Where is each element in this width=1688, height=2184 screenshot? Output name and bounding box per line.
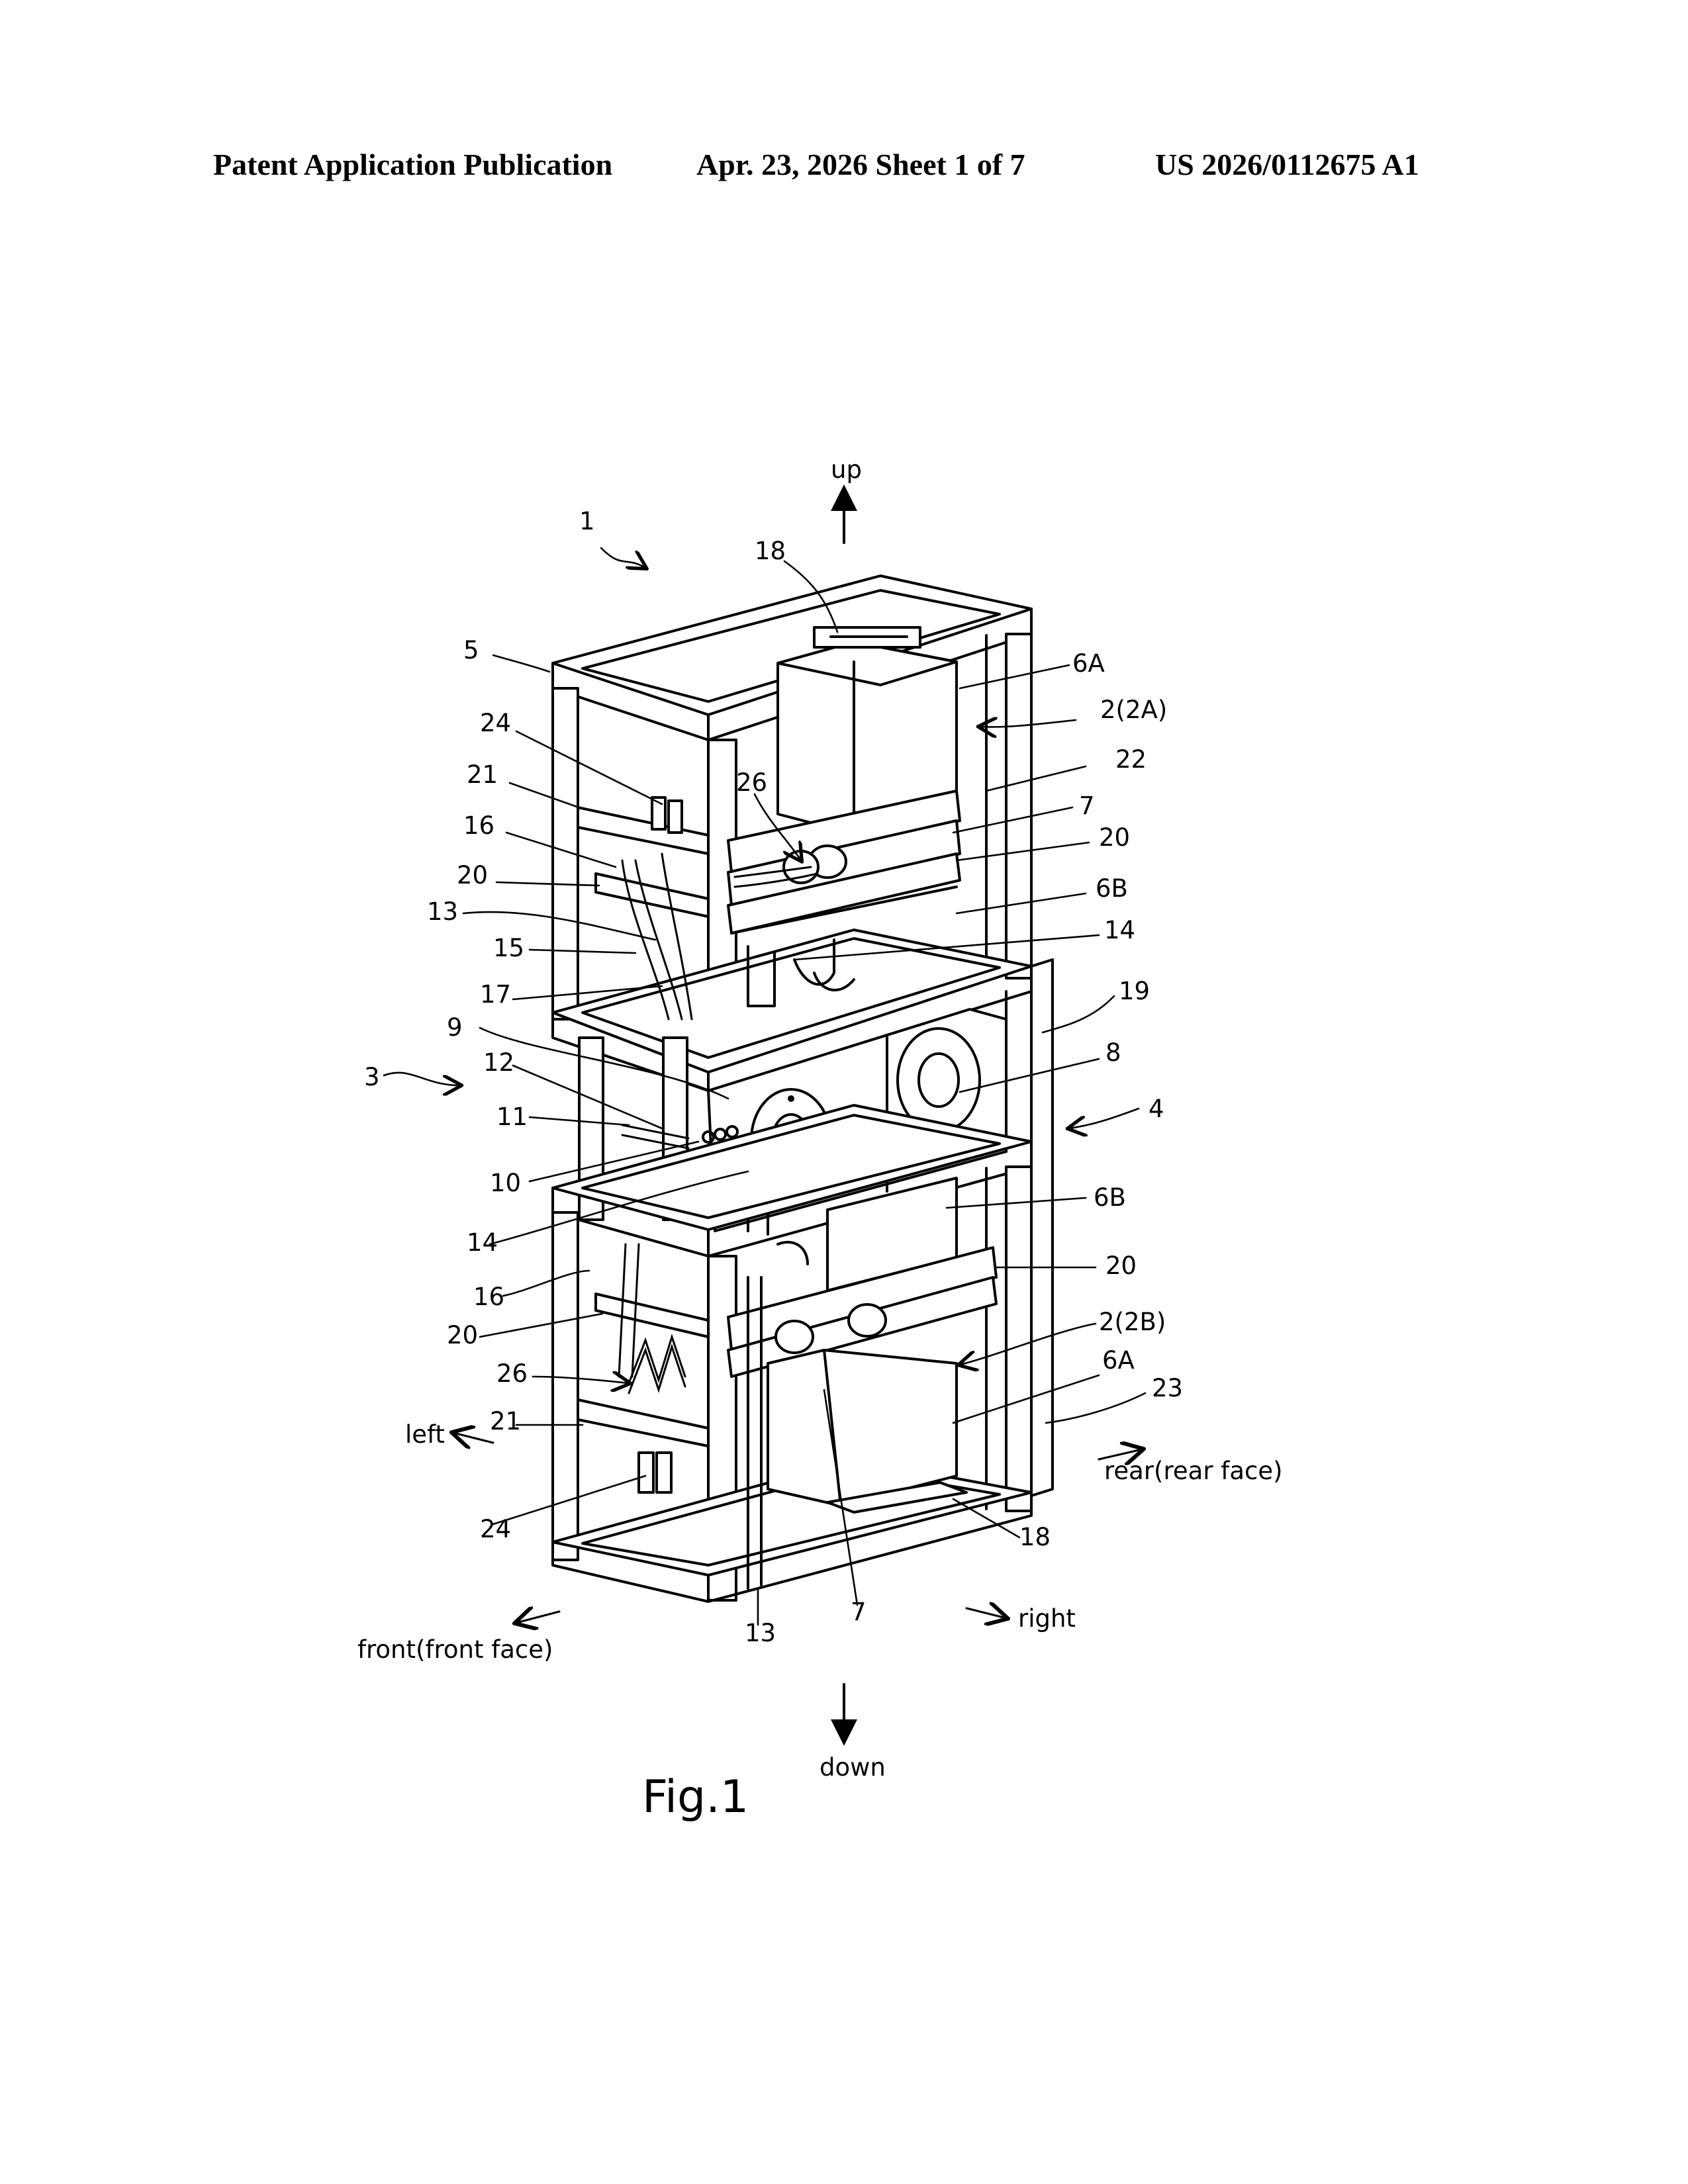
direction-up-label: up (831, 455, 862, 484)
ref-label-16-lower: 16 (473, 1283, 504, 1311)
ref-label-24-top: 24 (480, 709, 511, 737)
ref-label-11: 11 (496, 1103, 528, 1131)
ref-label-18-top: 18 (755, 537, 786, 565)
ref-label-20-lower-left: 20 (447, 1321, 478, 1349)
ref-label-16-top: 16 (463, 811, 494, 840)
direction-right-label: right (1018, 1604, 1076, 1633)
ref-label-24-lower: 24 (480, 1515, 511, 1543)
ref-label-20-lower-right: 20 (1105, 1251, 1137, 1280)
ref-label-15: 15 (493, 934, 524, 962)
ref-label-7-top: 7 (1079, 792, 1095, 820)
direction-rear-label: rear(rear face) (1104, 1457, 1283, 1485)
ref-label-26-top: 26 (736, 768, 767, 797)
ref-label-21-lower: 21 (490, 1407, 521, 1435)
ref-label-12: 12 (483, 1048, 514, 1077)
front-arrow-icon (516, 1612, 559, 1623)
ref-label-21-top: 21 (467, 760, 498, 789)
ref-label-22: 22 (1115, 745, 1147, 774)
left-arrow-icon (453, 1433, 493, 1443)
ref-label-18-lower: 18 (1019, 1523, 1051, 1551)
ref-label-20-upper-right: 20 (1099, 823, 1130, 852)
ref-label-23: 23 (1152, 1374, 1183, 1402)
direction-left-label: left (405, 1420, 445, 1449)
ref-label-20-upper-left: 20 (457, 861, 488, 889)
ref-label-4: 4 (1149, 1095, 1164, 1123)
direction-down-label: down (820, 1753, 886, 1782)
direction-front-label: front(front face) (357, 1635, 553, 1664)
ref-label-3: 3 (364, 1063, 380, 1091)
ref-label-6A-top: 6A (1072, 649, 1105, 678)
figure-caption: Fig.1 (642, 1771, 749, 1823)
ref-label-13-top: 13 (427, 897, 458, 926)
apparatus-structure (553, 576, 1053, 1602)
ref-label-2B: 2(2B) (1099, 1308, 1166, 1336)
right-arrow-icon (966, 1608, 1006, 1618)
ref-label-6A-lower: 6A (1102, 1346, 1135, 1375)
ref-label-8: 8 (1105, 1038, 1121, 1067)
ref-label-7-lower: 7 (851, 1598, 867, 1626)
ref-label-26-lower: 26 (496, 1359, 528, 1388)
ref-label-9: 9 (447, 1013, 463, 1042)
ref-label-13-lower: 13 (745, 1619, 776, 1647)
ref-label-10: 10 (490, 1169, 521, 1197)
ref-label-5: 5 (463, 636, 479, 664)
ref-label-2A: 2(2A) (1100, 696, 1167, 724)
ref-label-6B-lower: 6B (1094, 1183, 1126, 1212)
ref-label-17: 17 (480, 980, 511, 1009)
ref-label-6B-top: 6B (1096, 874, 1128, 903)
ref-label-1: 1 (579, 507, 595, 535)
ref-label-14-lower: 14 (467, 1228, 498, 1257)
ref-label-14-top: 14 (1104, 916, 1135, 944)
ref-label-19: 19 (1119, 977, 1150, 1005)
